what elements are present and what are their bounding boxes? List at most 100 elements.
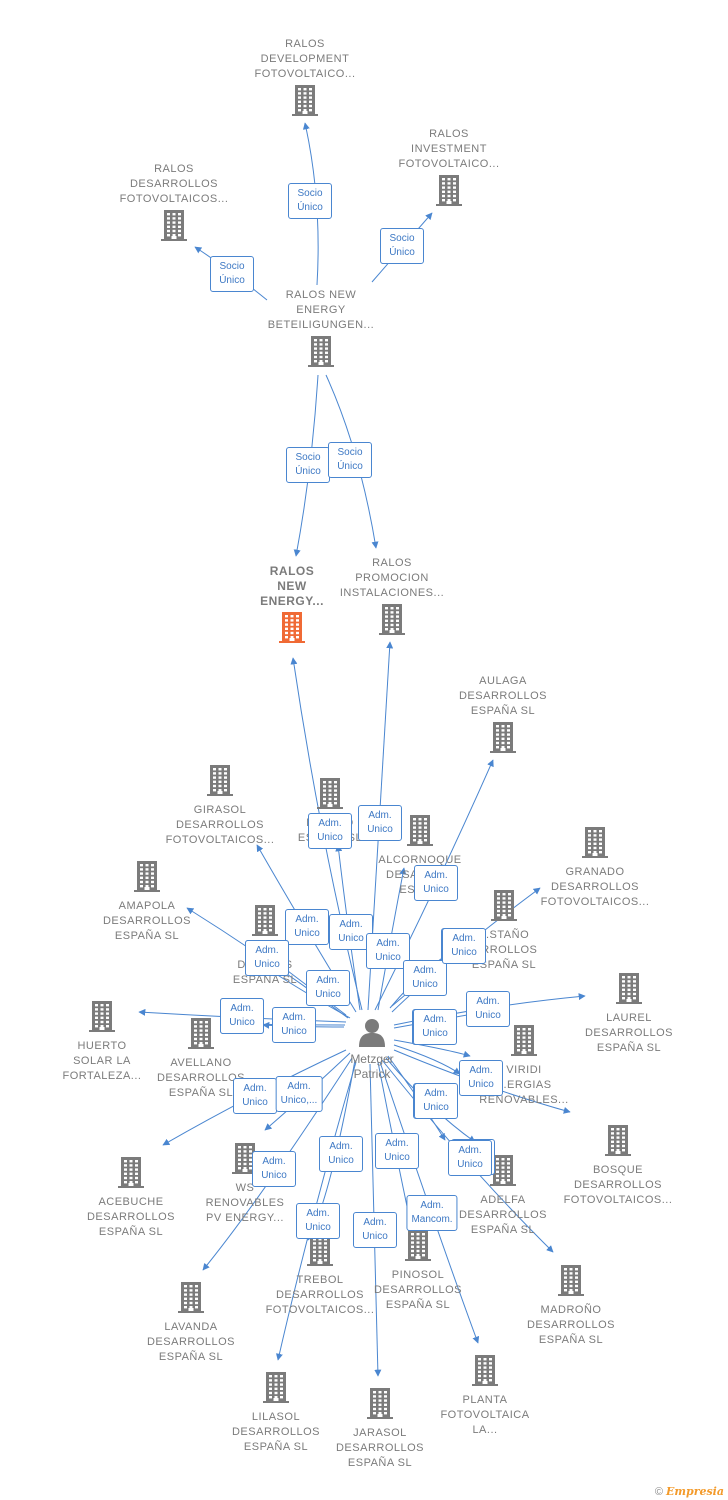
building-icon	[384, 174, 514, 211]
company-node-lilasol[interactable]: LILASOL DESARROLLOS ESPAÑA SL	[211, 1371, 341, 1455]
relation-edge	[393, 1044, 461, 1075]
building-icon	[227, 611, 357, 648]
relation-badge[interactable]: Socio Único	[210, 256, 254, 292]
company-node-adelfa[interactable]: ADELFA DESARROLLOS ESPAÑA SL	[438, 1154, 568, 1238]
building-icon	[136, 1017, 266, 1054]
company-name: RALOS NEW ENERGY...	[260, 564, 324, 608]
building-icon	[438, 1154, 568, 1191]
building-icon	[315, 1387, 445, 1424]
company-name: GRANADO DESARROLLOS FOTOVOLTAICOS...	[540, 866, 650, 908]
relation-badge[interactable]: Adm. Unico	[306, 970, 350, 1006]
relation-badge[interactable]: Adm. Unico	[366, 933, 410, 969]
relation-badge[interactable]: Adm. Unico	[233, 1078, 277, 1114]
building-icon	[82, 860, 212, 897]
company-name: BOSQUE DESARROLLOS FOTOVOLTAICOS...	[563, 1164, 673, 1206]
company-node-jarasol[interactable]: JARASOL DESARROLLOS ESPAÑA SL	[315, 1387, 445, 1471]
relation-badge[interactable]: Adm. Mancom.	[406, 1195, 458, 1231]
footer: © Empresia	[655, 1485, 724, 1498]
building-icon	[155, 764, 285, 801]
relation-badge[interactable]: Adm. Unico	[459, 1060, 503, 1096]
relation-badge[interactable]: Adm. Unico	[353, 1212, 397, 1248]
company-node-ralos-des[interactable]: RALOS DESARROLLOS FOTOVOLTAICOS...	[109, 162, 239, 246]
relation-badge[interactable]: Socio Único	[286, 447, 330, 483]
company-name: MADROÑO DESARROLLOS ESPAÑA SL	[526, 1304, 616, 1346]
company-node-girasol[interactable]: GIRASOL DESARROLLOS FOTOVOLTAICOS...	[155, 764, 285, 848]
relation-badge[interactable]: Adm. Unico	[296, 1203, 340, 1239]
relation-badge[interactable]: Adm. Unico	[403, 960, 447, 996]
relation-badge[interactable]: Adm. Unico	[252, 1151, 296, 1187]
company-node-granado[interactable]: GRANADO DESARROLLOS FOTOVOLTAICOS...	[530, 826, 660, 910]
company-node-huerto[interactable]: HUERTO SOLAR LA FORTALEZA...	[37, 1000, 167, 1084]
building-icon	[355, 814, 485, 851]
brand-logo[interactable]: Empresia	[665, 1485, 724, 1498]
company-node-planta[interactable]: PLANTA FOTOVOLTAICA LA...	[420, 1354, 550, 1438]
company-node-ralos-new[interactable]: RALOS NEW ENERGY...	[227, 564, 357, 648]
relation-badge[interactable]: Socio Único	[380, 228, 424, 264]
company-name: ACEBUCHE DESARROLLOS ESPAÑA SL	[86, 1196, 176, 1238]
relation-badge[interactable]: Adm. Unico	[319, 1136, 363, 1172]
relation-badge[interactable]: Adm. Unico	[285, 909, 329, 945]
company-node-ralos-inv[interactable]: RALOS INVESTMENT FOTOVOLTAICO...	[384, 127, 514, 211]
company-node-ralos-prom[interactable]: RALOS PROMOCION INSTALACIONES...	[327, 556, 457, 640]
building-icon	[553, 1124, 683, 1161]
company-node-avellano[interactable]: AVELLANO DESARROLLOS ESPAÑA SL	[136, 1017, 266, 1101]
company-node-amapola[interactable]: AMAPOLA DESARROLLOS ESPAÑA SL	[82, 860, 212, 944]
building-icon	[255, 1234, 385, 1271]
person-node[interactable]: Metzger Patrick	[327, 1017, 417, 1082]
company-name: LAVANDA DESARROLLOS ESPAÑA SL	[146, 1321, 236, 1363]
building-icon	[126, 1281, 256, 1318]
company-node-laurel[interactable]: LAUREL DESARROLLOS ESPAÑA SL	[564, 972, 694, 1056]
company-node-acebuche[interactable]: ACEBUCHE DESARROLLOS ESPAÑA SL	[66, 1156, 196, 1240]
building-icon	[66, 1156, 196, 1193]
company-node-ralos-dev[interactable]: RALOS DEVELOPMENT FOTOVOLTAICO...	[240, 37, 370, 121]
relation-badge[interactable]: Adm. Unico,...	[275, 1076, 323, 1112]
building-icon	[564, 972, 694, 1009]
company-name: LAUREL DESARROLLOS ESPAÑA SL	[584, 1012, 674, 1054]
company-name: HUERTO SOLAR LA FORTALEZA...	[62, 1040, 142, 1082]
company-node-viridi[interactable]: VIRIDI ...ERGIAS RENOVABLES...	[459, 1024, 589, 1108]
building-icon	[327, 603, 457, 640]
relation-badge[interactable]: Adm. Unico	[448, 1140, 492, 1176]
building-icon	[240, 84, 370, 121]
company-name: RALOS DEVELOPMENT FOTOVOLTAICO...	[254, 38, 356, 80]
relation-edge	[393, 1039, 471, 1058]
company-node-pinosol[interactable]: PINOSOL DESARROLLOS ESPAÑA SL	[353, 1229, 483, 1313]
relation-badge[interactable]: Adm. Unico	[358, 805, 402, 841]
building-icon	[438, 721, 568, 758]
company-name: AULAGA DESARROLLOS ESPAÑA SL	[458, 675, 548, 717]
relation-badge[interactable]: Adm. Unico	[329, 914, 373, 950]
company-name: RALOS INVESTMENT FOTOVOLTAICO...	[398, 128, 500, 170]
relation-badge[interactable]: Adm. Unico	[413, 1009, 457, 1045]
company-name: GIRASOL DESARROLLOS FOTOVOLTAICOS...	[165, 804, 275, 846]
relation-badge[interactable]: Adm. Unico	[442, 928, 486, 964]
company-name: RALOS DESARROLLOS FOTOVOLTAICOS...	[119, 163, 229, 205]
relation-badge[interactable]: Adm. Unico	[308, 813, 352, 849]
company-node-trebol[interactable]: TREBOL DESARROLLOS FOTOVOLTAICOS...	[255, 1234, 385, 1318]
relation-badge[interactable]: Adm. Unico	[414, 865, 458, 901]
building-icon	[530, 826, 660, 863]
relation-badge[interactable]: Adm. Unico	[414, 1083, 458, 1119]
relation-badge[interactable]: Adm. Unico	[220, 998, 264, 1034]
building-icon	[439, 889, 569, 926]
building-icon	[353, 1229, 483, 1266]
building-icon	[37, 1000, 167, 1037]
relation-badge[interactable]: Adm. Unico	[245, 940, 289, 976]
relation-badge[interactable]: Adm. Unico	[375, 1133, 419, 1169]
company-node-ralos-beteil[interactable]: RALOS NEW ENERGY BETEILIGUNGEN...	[256, 288, 386, 372]
relation-badge[interactable]: Socio Único	[328, 442, 372, 478]
company-node-lavanda[interactable]: LAVANDA DESARROLLOS ESPAÑA SL	[126, 1281, 256, 1365]
company-name: JARASOL DESARROLLOS ESPAÑA SL	[335, 1427, 425, 1469]
company-node-ws[interactable]: WS RENOVABLES PV ENERGY...	[180, 1142, 310, 1226]
person-icon	[357, 1019, 387, 1051]
building-icon	[211, 1371, 341, 1408]
company-node-aulaga[interactable]: AULAGA DESARROLLOS ESPAÑA SL	[438, 674, 568, 758]
relation-badge[interactable]: Adm. Unico	[272, 1007, 316, 1043]
relation-badge[interactable]: Adm. Unico	[466, 991, 510, 1027]
company-name: LILASOL DESARROLLOS ESPAÑA SL	[231, 1411, 321, 1453]
relation-badge[interactable]: Socio Único	[288, 183, 332, 219]
company-node-madrono[interactable]: MADROÑO DESARROLLOS ESPAÑA SL	[506, 1264, 636, 1348]
company-name: TREBOL DESARROLLOS FOTOVOLTAICOS...	[265, 1274, 375, 1316]
company-name: RALOS NEW ENERGY BETEILIGUNGEN...	[267, 289, 375, 331]
company-node-bosque[interactable]: BOSQUE DESARROLLOS FOTOVOLTAICOS...	[553, 1124, 683, 1208]
